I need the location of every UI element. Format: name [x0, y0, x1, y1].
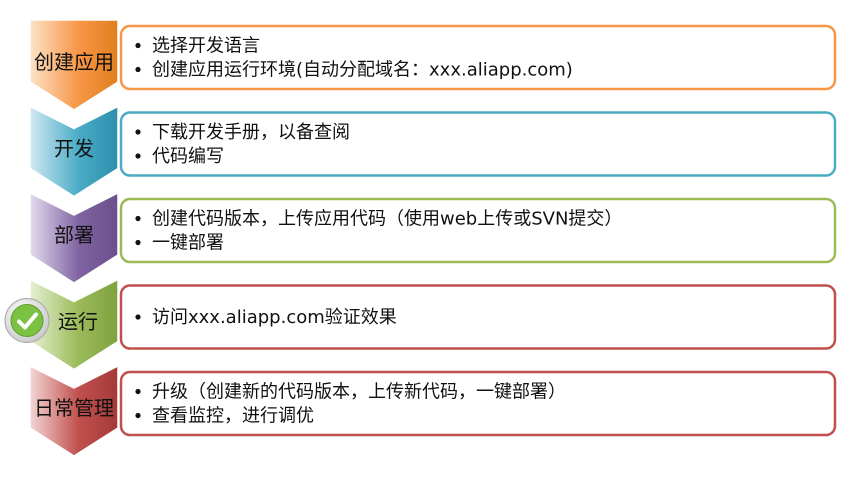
bullet-dot — [135, 314, 141, 320]
bullet-dot — [135, 239, 141, 246]
stage-description-box — [119, 284, 837, 350]
bullet-item: 创建代码版本，上传应用代码（使用web上传或SVN提交） — [152, 209, 622, 230]
check-circle-icon — [4, 298, 50, 343]
bullet-dot — [135, 153, 141, 159]
stage-label: 日常管理 — [34, 396, 114, 420]
stage-description-box — [119, 111, 837, 177]
stage-chevron — [29, 191, 119, 284]
bullet-item: 升级（创建新的代码版本，上传新代码，一键部署） — [152, 382, 566, 403]
stage-label: 运行 — [58, 310, 98, 334]
stage-label: 部署 — [54, 223, 94, 247]
bullet-item: 代码编写 — [152, 146, 224, 167]
bullet-dot — [135, 129, 141, 135]
bullet-item: 创建应用运行环境(自动分配域名：xxx.aliapp.com) — [152, 60, 573, 81]
bullet-dot — [135, 388, 141, 395]
bullet-item: 下载开发手册，以备查阅 — [152, 122, 350, 143]
stage-chevron — [29, 19, 119, 111]
stage-label: 创建应用 — [34, 50, 114, 74]
stage-description-box — [119, 24, 837, 91]
stage-description-box — [119, 370, 837, 437]
bullet-item: 查看监控，进行调优 — [152, 406, 314, 427]
bullet-dot — [135, 412, 141, 419]
stage-description-box — [119, 197, 837, 264]
bullet-dot — [135, 42, 141, 49]
bullet-item: 选择开发语言 — [152, 36, 260, 57]
stage-label: 开发 — [54, 137, 94, 161]
bullet-item: 访问xxx.aliapp.com验证效果 — [152, 307, 397, 328]
stage-chevron — [29, 364, 119, 457]
bullet-item: 一键部署 — [152, 233, 224, 254]
bullet-dot — [135, 215, 141, 222]
stage-chevron — [29, 105, 119, 198]
bullet-dot — [135, 66, 141, 73]
